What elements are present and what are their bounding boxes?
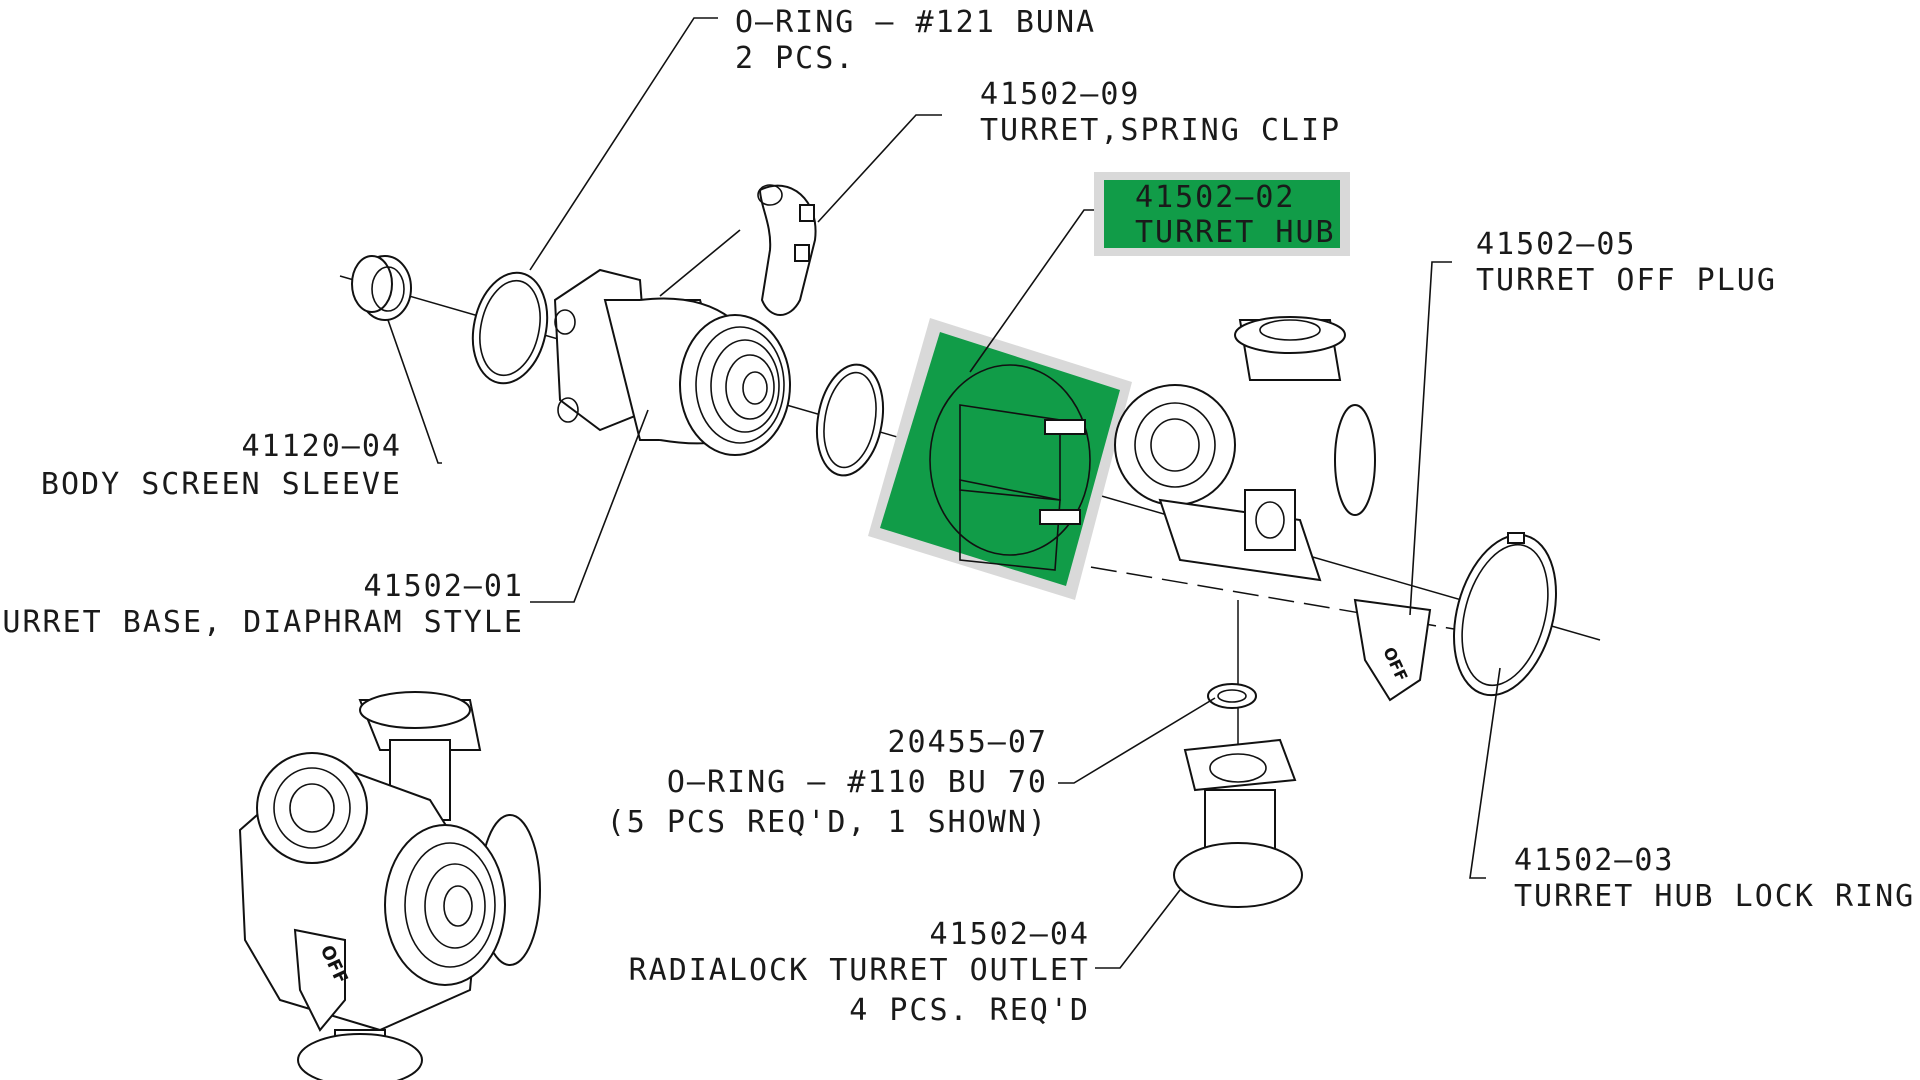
callout-spring-clip: 41502–09 TURRET,SPRING CLIP bbox=[980, 77, 1341, 148]
turret-spring-clip-part[interactable] bbox=[757, 184, 817, 316]
body-screen-sleeve-part[interactable] bbox=[351, 255, 412, 321]
turret-off-plug-part[interactable]: OFF bbox=[1353, 598, 1432, 702]
o-ring-110-quantity: (5 PCS REQ'D, 1 SHOWN) bbox=[607, 805, 1048, 840]
outlet-description: RADIALOCK TURRET OUTLET bbox=[629, 953, 1090, 988]
callout-radialock-turret-outlet: 41502–04 RADIALOCK TURRET OUTLET 4 PCS. … bbox=[629, 917, 1091, 1028]
turret-hub-description: TURRET HUB bbox=[1135, 215, 1336, 250]
turret-hub-part-number: 41502–02 bbox=[1135, 180, 1296, 215]
callout-turret-hub: 41502–02 TURRET HUB bbox=[1094, 172, 1350, 256]
assembled-turret-view: OFF bbox=[238, 691, 541, 1080]
outlet-quantity: 4 PCS. REQ'D bbox=[849, 993, 1090, 1028]
o-ring-small-part[interactable] bbox=[809, 359, 891, 480]
turret-hub-part[interactable] bbox=[868, 318, 1132, 600]
o-ring-121-line1: O–RING – #121 BUNA bbox=[735, 5, 1096, 40]
leader-lines bbox=[387, 17, 1501, 969]
off-plug-part-number: 41502–05 bbox=[1476, 227, 1637, 262]
callout-turret-hub-lock-ring: 41502–03 TURRET HUB LOCK RING bbox=[1514, 843, 1915, 914]
callout-turret-base: 41502–01 TURRET BASE, DIAPHRAM STYLE bbox=[0, 569, 525, 640]
turret-hub-lock-ring-part[interactable] bbox=[1437, 523, 1572, 706]
turret-base-part-number: 41502–01 bbox=[364, 569, 525, 604]
callout-turret-off-plug: 41502–05 TURRET OFF PLUG bbox=[1476, 227, 1777, 298]
radialock-turret-outlet-part[interactable] bbox=[1173, 738, 1303, 908]
callout-o-ring-121: O–RING – #121 BUNA 2 PCS. bbox=[735, 5, 1096, 76]
sleeve-part-number: 41120–04 bbox=[242, 429, 403, 464]
o-ring-110-part[interactable] bbox=[1207, 683, 1257, 709]
turret-base-part[interactable] bbox=[553, 268, 791, 456]
sleeve-description: BODY SCREEN SLEEVE bbox=[41, 467, 402, 502]
lock-ring-part-number: 41502–03 bbox=[1514, 843, 1675, 878]
turret-valve-body-part[interactable] bbox=[1114, 316, 1376, 582]
outlet-part-number: 41502–04 bbox=[930, 917, 1091, 952]
lock-ring-description: TURRET HUB LOCK RING bbox=[1514, 879, 1915, 914]
o-ring-110-part-number: 20455–07 bbox=[888, 725, 1049, 760]
o-ring-121-part[interactable] bbox=[463, 266, 557, 391]
turret-hub-callout-highlight bbox=[1104, 180, 1340, 248]
o-ring-110-description: O–RING – #110 BU 70 bbox=[667, 765, 1048, 800]
callout-body-screen-sleeve: 41120–04 BODY SCREEN SLEEVE bbox=[41, 429, 403, 502]
off-plug-description: TURRET OFF PLUG bbox=[1476, 263, 1777, 298]
turret-base-description: TURRET BASE, DIAPHRAM STYLE bbox=[0, 605, 524, 640]
o-ring-121-line2: 2 PCS. bbox=[735, 41, 855, 76]
spring-clip-description: TURRET,SPRING CLIP bbox=[980, 113, 1341, 148]
spring-clip-part-number: 41502–09 bbox=[980, 77, 1141, 112]
callout-o-ring-110: 20455–07 O–RING – #110 BU 70 (5 PCS REQ'… bbox=[607, 725, 1049, 840]
